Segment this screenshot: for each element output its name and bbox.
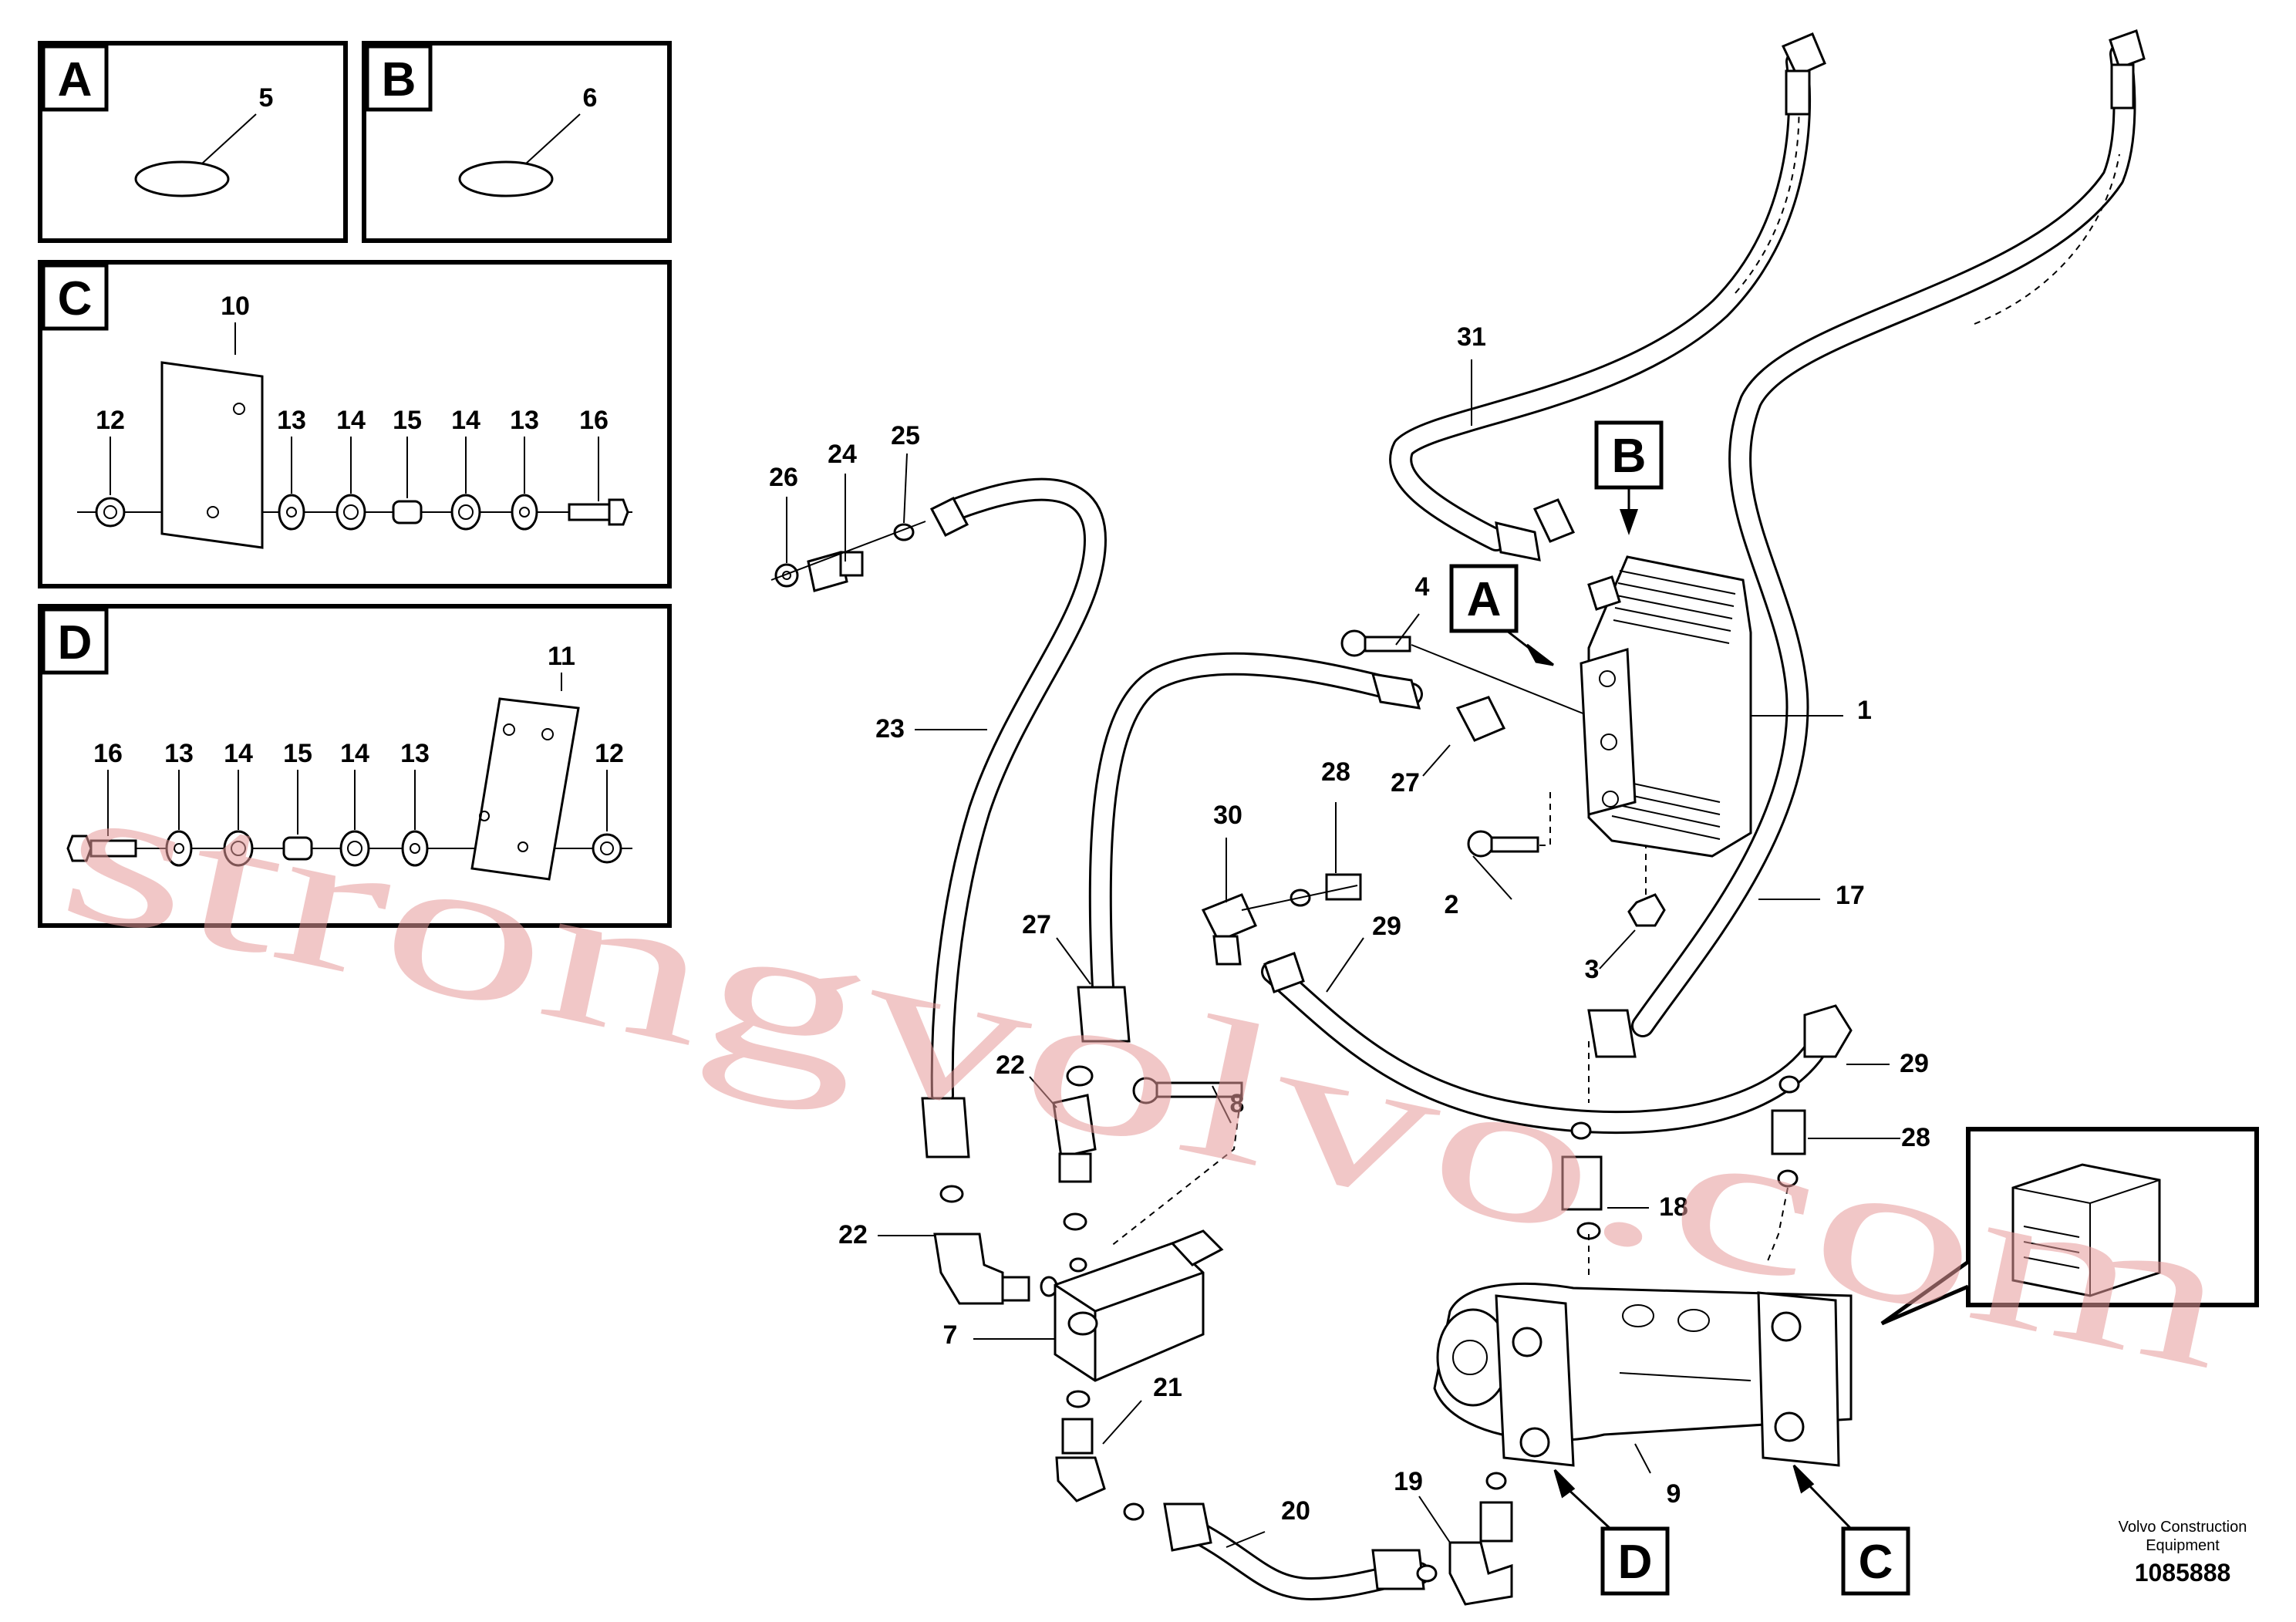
callout-24: 24 [828, 440, 857, 469]
o-ring-shape [134, 160, 230, 197]
mounting-plate-shape [160, 361, 264, 549]
callout-14b: 14 [451, 406, 480, 435]
callout-21: 21 [1153, 1373, 1182, 1402]
callout-27b: 27 [1022, 910, 1051, 939]
callout-8: 8 [1230, 1089, 1245, 1118]
panel-d-key: D [58, 616, 93, 669]
fittings [770, 29, 2146, 1606]
callout-18: 18 [1659, 1192, 1688, 1222]
document-number: 1085888 [2135, 1559, 2231, 1587]
callout-28a: 28 [1321, 757, 1350, 787]
callout-14: 14 [336, 406, 366, 435]
callout-4: 4 [1415, 572, 1430, 602]
credit-block: Volvo Construction Equipment 1085888 [2119, 1519, 2247, 1587]
view-marker-d: D [1618, 1536, 1653, 1589]
callout-20: 20 [1281, 1496, 1310, 1526]
callout-1: 1 [1857, 696, 1872, 725]
callout-15: 15 [283, 739, 312, 768]
callouts: 1 2 3 4 7 8 9 17 18 19 20 21 22 22 23 24… [769, 322, 1930, 1526]
literature-inset [1880, 1127, 2259, 1326]
callout-3: 3 [1585, 955, 1600, 984]
callout-13b: 13 [510, 406, 539, 435]
callout-13: 13 [164, 739, 194, 768]
credit-line1: Volvo Construction [2119, 1519, 2247, 1536]
oil-cooler [1580, 555, 1752, 858]
callout-12: 12 [595, 739, 624, 768]
callout-5: 5 [259, 83, 274, 113]
panel-b-key: B [382, 53, 416, 106]
callout-22a: 22 [996, 1050, 1025, 1080]
inset-panel-b: B 6 [362, 41, 672, 243]
callout-30: 30 [1213, 801, 1242, 830]
callout-6: 6 [583, 83, 598, 113]
callout-23: 23 [875, 714, 905, 744]
callout-16: 16 [93, 739, 123, 768]
hydraulic-pump [1433, 1282, 1853, 1467]
callout-27a: 27 [1391, 768, 1420, 798]
callout-13b: 13 [400, 739, 430, 768]
callout-19: 19 [1394, 1467, 1423, 1496]
callout-12: 12 [96, 406, 125, 435]
leader-lines [786, 359, 1900, 1548]
inset-panel-c: C 10 12 13 14 15 14 13 16 [38, 260, 672, 588]
view-marker-b: B [1612, 430, 1647, 483]
callout-28b: 28 [1901, 1123, 1930, 1152]
callout-15: 15 [393, 406, 422, 435]
callout-22b: 22 [838, 1220, 868, 1249]
callout-14: 14 [224, 739, 253, 768]
callout-17: 17 [1836, 881, 1865, 910]
callout-26: 26 [769, 463, 798, 492]
callout-2: 2 [1445, 890, 1459, 919]
callout-29b: 29 [1900, 1049, 1929, 1078]
callout-16: 16 [579, 406, 609, 435]
inset-panel-d: D 11 16 13 14 15 14 13 12 [38, 604, 672, 928]
panel-a-key: A [58, 53, 93, 106]
callout-29a: 29 [1372, 912, 1401, 941]
view-markers: A B C D [1449, 420, 1910, 1596]
o-ring-shape [458, 160, 554, 197]
callout-14b: 14 [340, 739, 369, 768]
callout-31: 31 [1457, 322, 1486, 352]
panel-c-key: C [58, 272, 93, 325]
callout-9: 9 [1667, 1479, 1681, 1509]
callout-25: 25 [891, 421, 920, 450]
inset-panel-a: A 5 [38, 41, 348, 243]
view-marker-c: C [1859, 1536, 1893, 1589]
view-marker-a: A [1467, 573, 1502, 626]
callout-7: 7 [943, 1320, 958, 1350]
callout-13: 13 [277, 406, 306, 435]
credit-line2: Equipment [2146, 1537, 2220, 1554]
callout-10: 10 [221, 292, 250, 321]
callout-11: 11 [548, 642, 575, 671]
